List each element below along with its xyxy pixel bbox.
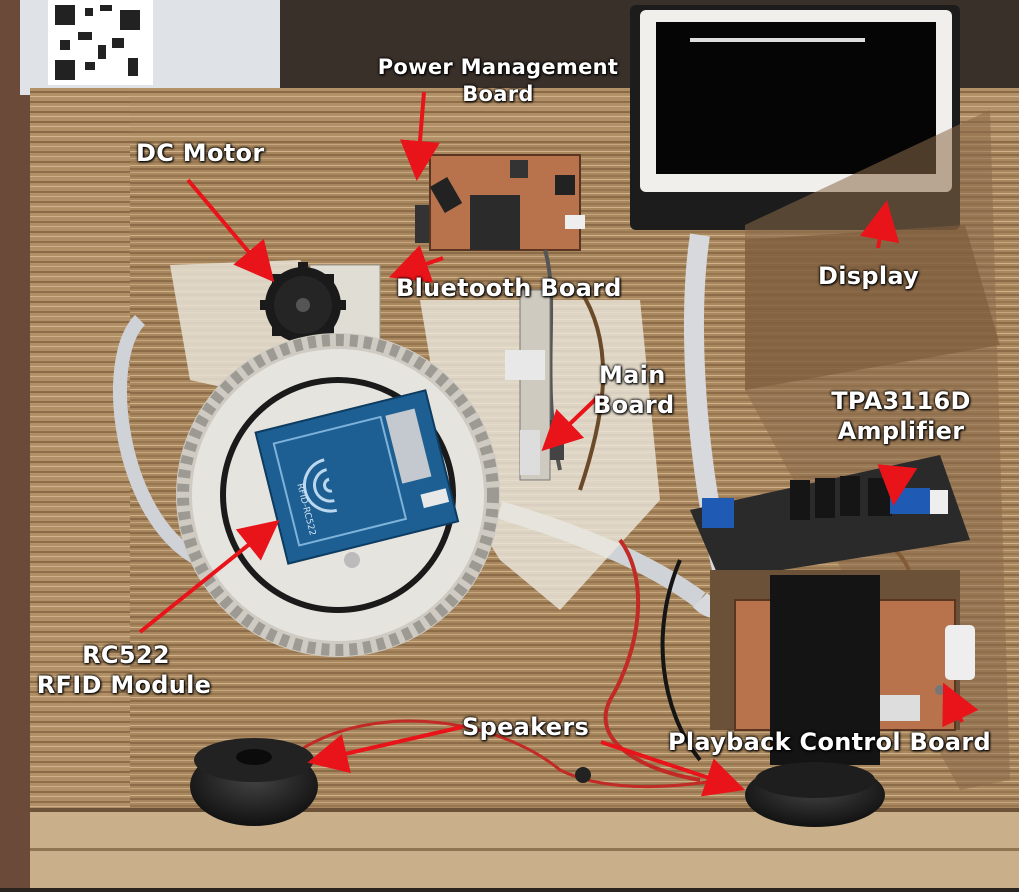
arrow-amplifier bbox=[877, 464, 918, 506]
annotation-arrows bbox=[138, 91, 979, 797]
speaker-right bbox=[745, 762, 885, 827]
arrow-speaker-left bbox=[307, 725, 463, 774]
label-power-management-line2: Board bbox=[462, 82, 534, 106]
label-main-board: Main Board bbox=[593, 360, 683, 420]
dc-motor bbox=[260, 262, 381, 348]
speaker-left bbox=[190, 738, 318, 826]
label-power-management-board: Power Management Board bbox=[368, 54, 628, 108]
power-management-board bbox=[415, 154, 585, 251]
label-rfid-module: RC522 RFID Module bbox=[26, 640, 222, 700]
label-bluetooth-board: Bluetooth Board bbox=[396, 274, 622, 302]
playback-control-board bbox=[710, 570, 975, 765]
label-display: Display bbox=[818, 262, 920, 290]
label-main-board-line2: Board bbox=[593, 391, 675, 419]
arrow-rfid bbox=[138, 519, 280, 634]
label-dc-motor: DC Motor bbox=[136, 139, 265, 167]
arrow-bluetooth bbox=[388, 245, 444, 283]
rfid-rc522-module: RFID-RC522 bbox=[254, 389, 460, 565]
label-amplifier: TPA3116D Amplifier bbox=[826, 386, 976, 446]
red-wire bbox=[603, 538, 701, 782]
arrow-power-management bbox=[400, 91, 440, 181]
arrow-display bbox=[859, 200, 900, 249]
arrow-dc-motor bbox=[186, 178, 275, 283]
label-speakers: Speakers bbox=[462, 713, 590, 741]
arrow-playback-control bbox=[942, 682, 979, 728]
qr-code bbox=[48, 0, 153, 85]
label-power-management-line1: Power Management bbox=[377, 55, 619, 79]
arrow-speaker-right bbox=[600, 740, 746, 797]
label-amplifier-line1: TPA3116D bbox=[831, 387, 971, 415]
label-main-board-line1: Main bbox=[599, 361, 666, 389]
microphone bbox=[575, 767, 591, 783]
label-playback-control-board: Playback Control Board bbox=[668, 728, 991, 756]
main-board bbox=[505, 289, 564, 481]
label-rfid-line2: RFID Module bbox=[36, 671, 212, 699]
label-amplifier-line2: Amplifier bbox=[837, 417, 965, 445]
arrow-main-board bbox=[541, 393, 602, 452]
label-rfid-line1: RC522 bbox=[82, 641, 170, 669]
